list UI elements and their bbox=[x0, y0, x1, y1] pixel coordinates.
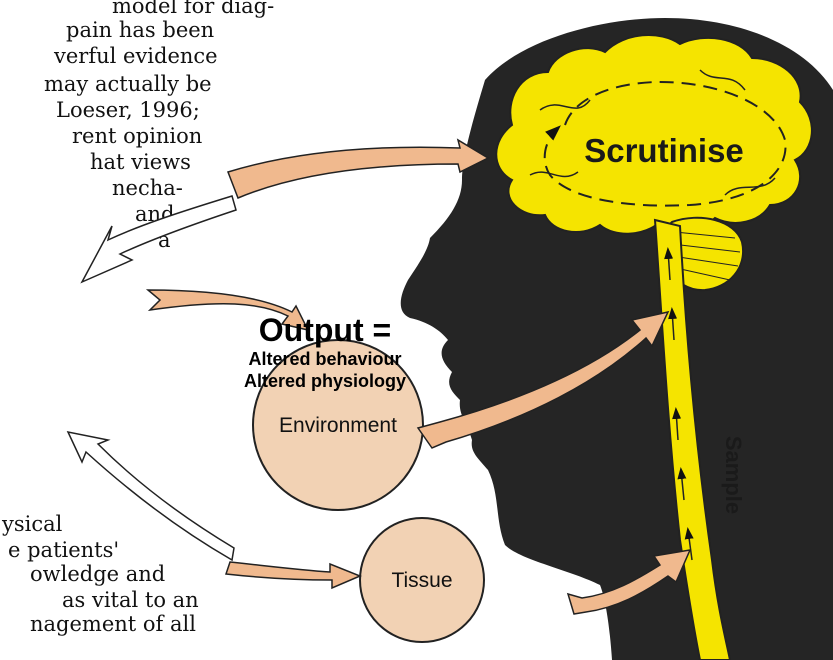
output-line-physiology: Altered physiology bbox=[210, 370, 440, 392]
tissue-label: Tissue bbox=[391, 569, 452, 592]
arrow-output-to-tissue bbox=[226, 562, 360, 588]
brain-label: Scrutinise bbox=[584, 132, 744, 169]
output-line-behaviour: Altered behaviour bbox=[210, 348, 440, 370]
output-block: Output = Altered behaviour Altered physi… bbox=[210, 312, 440, 392]
spine-label: Sample bbox=[721, 436, 746, 514]
output-title: Output = bbox=[210, 312, 440, 348]
arrow-brain-to-output bbox=[228, 140, 488, 198]
environment-label: Environment bbox=[279, 414, 397, 437]
outline-arrow-brain-to-output bbox=[82, 196, 236, 282]
outline-arrow-output-to-tissue bbox=[68, 432, 234, 560]
